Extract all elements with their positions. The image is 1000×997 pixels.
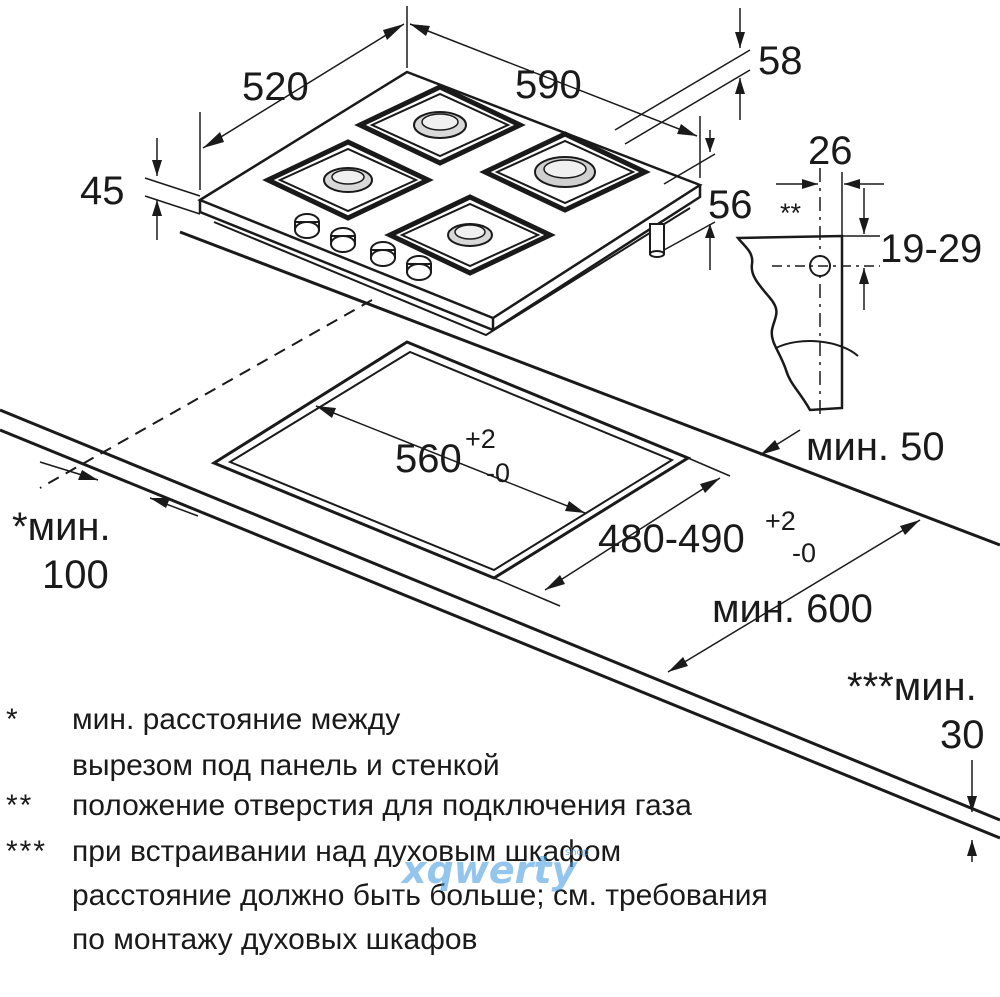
dim-19-29: 19-29 (880, 227, 982, 271)
watermark-logo: xqwerty (402, 848, 577, 892)
footnote-2-line-1: положение отверстия для подключения газа (72, 789, 692, 822)
control-knobs (294, 213, 432, 281)
footnote-1-line-1: мин. расстояние между (72, 703, 401, 736)
footnote-3-line-3: по монтажу духовых шкафов (72, 923, 478, 956)
dim-min-30-value: 30 (940, 713, 985, 757)
footnote-1-line-2: вырезом под панель и стенкой (72, 749, 500, 782)
footnote-1: * мин. расстояние между (0, 700, 1000, 740)
dim-480-minus: -0 (792, 538, 816, 568)
burner-left (262, 139, 434, 221)
footnote-3-mark: *** (6, 835, 48, 868)
dim-56: 56 (708, 183, 753, 227)
dim-480-plus: +2 (765, 506, 796, 536)
gas-connection-detail (735, 168, 884, 420)
dim-45: 45 (80, 169, 125, 213)
burner-right (479, 131, 651, 213)
burner-front (384, 194, 556, 276)
footnote-1-mark: * (6, 703, 20, 736)
burner-rear (354, 84, 526, 166)
footnote-3: *** при встраивании над духовым шкафом (0, 832, 1000, 872)
dim-590: 590 (515, 63, 582, 107)
dim-min-600: мин. 600 (712, 587, 873, 631)
dim-560: 560 (395, 437, 462, 481)
watermark-sub: shop (565, 847, 590, 858)
hob-dimension-lines (144, 6, 751, 270)
dim-58: 58 (758, 39, 803, 83)
footnote-3-line-2: расстояние должно быть больше; см. требо… (72, 879, 768, 912)
footnote-3-cont-2: по монтажу духовых шкафов (0, 920, 1000, 960)
dim-560-plus: +2 (465, 424, 496, 454)
gas-nozzle (649, 223, 665, 258)
dim-480-490: 480-490 (598, 517, 745, 561)
footnote-3-cont-1: расстояние должно быть больше; см. требо… (0, 876, 1000, 916)
dim-520: 520 (242, 65, 309, 109)
footnote-2: ** положение отверстия для подключения г… (0, 786, 1000, 826)
gas-marker: ** (780, 198, 802, 228)
worktop-cutout (0, 230, 1000, 862)
dim-min-50: мин. 50 (806, 425, 945, 469)
dim-min-30-label: ***мин. (847, 665, 977, 709)
footnote-3-line-1: при встраивании над духовым шкафом (72, 835, 622, 868)
gas-hob (197, 70, 703, 337)
footnote-1-cont: вырезом под панель и стенкой (0, 746, 1000, 786)
dim-560-minus: -0 (486, 458, 510, 488)
footnote-2-mark: ** (6, 789, 34, 822)
dim-min-100-value: 100 (42, 553, 109, 597)
dim-26: 26 (808, 129, 853, 173)
dim-min-100-label: *мин. (12, 505, 111, 549)
